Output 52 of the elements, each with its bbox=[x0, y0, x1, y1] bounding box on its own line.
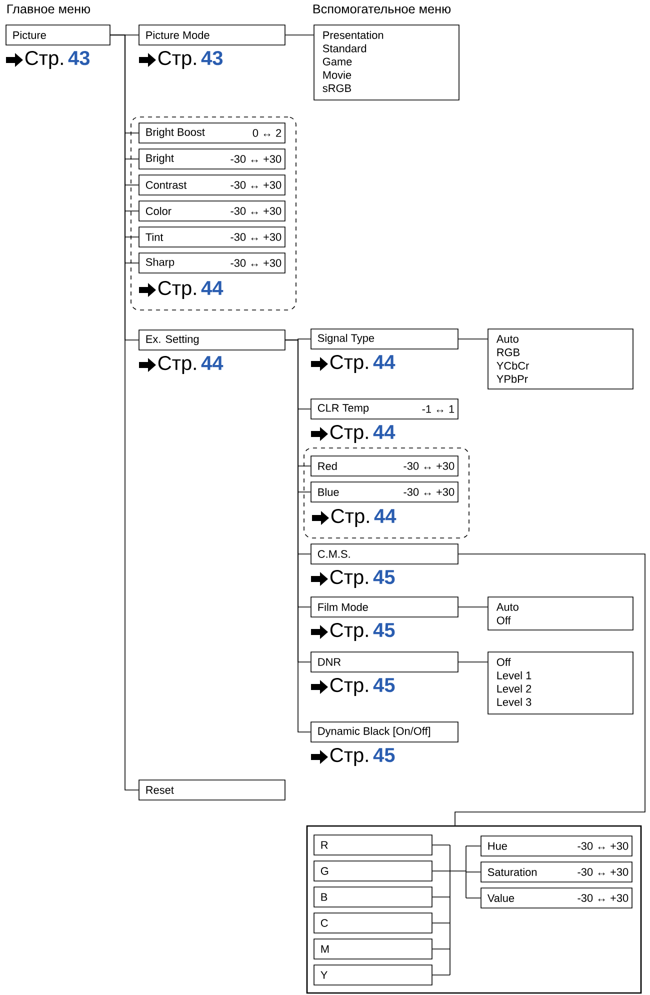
page-reference: Стр. 44 bbox=[330, 424, 396, 444]
menu-box: Tint -30 ↔ +30 bbox=[138, 226, 286, 248]
menu-box: CLR Temp -1 ↔ 1 bbox=[310, 398, 458, 420]
page-reference: Стр. 43 bbox=[158, 50, 223, 70]
connector-line bbox=[432, 844, 481, 976]
page-reference: Стр. 44 bbox=[331, 508, 396, 528]
menu-box: Ex. Setting bbox=[138, 330, 286, 350]
menu-box: Y bbox=[314, 964, 432, 986]
menu-box: Red -30 ↔ +30 bbox=[310, 456, 458, 476]
menu-box: Hue -30 ↔ +30 bbox=[480, 836, 632, 856]
page-reference: Стр. 45 bbox=[330, 748, 395, 766]
menu-box: Signal Type bbox=[310, 328, 458, 350]
page-reference: Стр. 43 bbox=[25, 50, 90, 70]
panel-box bbox=[306, 825, 642, 994]
menu-box: Dynamic Black [On/Off] bbox=[310, 722, 458, 742]
page-reference: Стр. 44 bbox=[158, 356, 224, 374]
section-heading: Главное меню bbox=[7, 4, 90, 14]
menu-box: Bright Boost 0 ↔ 2 bbox=[138, 122, 286, 144]
menu-box: Saturation -30 ↔ +30 bbox=[480, 862, 632, 882]
options-box: Off Level 1 Level 2 Level 3 bbox=[488, 652, 634, 714]
section-heading: Вспомогательное меню bbox=[313, 4, 451, 14]
menu-box: R bbox=[314, 834, 432, 856]
menu-box: C.M.S. bbox=[310, 544, 458, 564]
connector-line bbox=[110, 34, 139, 790]
connector-line bbox=[458, 606, 488, 608]
menu-box: Bright -30 ↔ +30 bbox=[138, 148, 286, 170]
options-box: Auto RGB YCbCr YPbPr bbox=[488, 328, 634, 390]
menu-box: C bbox=[314, 912, 432, 934]
menu-box: G bbox=[314, 860, 432, 882]
connector-line bbox=[454, 554, 646, 826]
menu-box: B bbox=[314, 886, 432, 908]
menu-box: Picture Mode bbox=[138, 24, 286, 46]
menu-box: Picture bbox=[6, 24, 110, 46]
menu-box: Blue -30 ↔ +30 bbox=[310, 482, 458, 502]
menu-box: Value -30 ↔ +30 bbox=[480, 888, 632, 908]
menu-box: Contrast -30 ↔ +30 bbox=[138, 174, 286, 196]
page-reference: Стр. 45 bbox=[330, 622, 395, 642]
options-box: Presentation Standard Game Movie sRGB bbox=[314, 24, 460, 100]
page-reference: Стр. 44 bbox=[330, 354, 396, 374]
menu-box: DNR bbox=[310, 652, 458, 672]
menu-box: Sharp -30 ↔ +30 bbox=[138, 252, 286, 274]
menu-box: Reset bbox=[138, 780, 286, 800]
options-box: Auto Off bbox=[488, 596, 634, 630]
connector-line bbox=[285, 34, 314, 36]
connector-line bbox=[458, 338, 488, 340]
menu-box: Color -30 ↔ +30 bbox=[138, 200, 286, 222]
page-reference: Стр. 45 bbox=[330, 678, 395, 696]
connector-line bbox=[285, 340, 311, 732]
page-reference: Стр. 45 bbox=[330, 570, 395, 588]
page-reference: Стр. 44 bbox=[158, 280, 224, 300]
menu-box: M bbox=[314, 938, 432, 960]
menu-box: Film Mode bbox=[310, 596, 458, 618]
